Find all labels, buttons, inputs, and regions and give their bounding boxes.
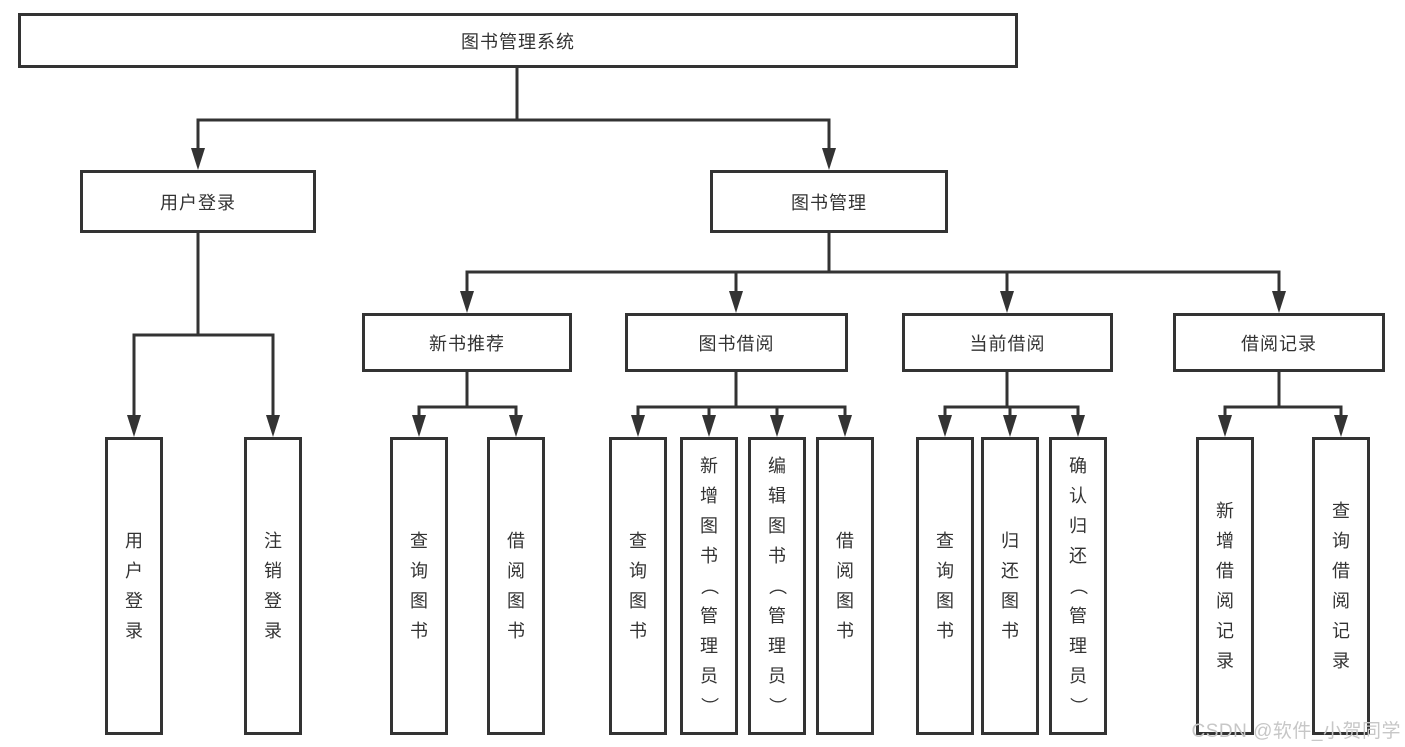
- leaf-label: 归还图书: [1001, 531, 1019, 641]
- leaf-query-borrow-record: 查询借阅记录: [1312, 437, 1370, 735]
- leaf-add-book-admin: 新增图书（管理员）: [680, 437, 738, 735]
- connector-book-borrow-children: [631, 372, 852, 437]
- leaf-edit-book-admin: 编辑图书（管理员）: [748, 437, 806, 735]
- node-current-borrowing: 当前借阅: [902, 313, 1113, 372]
- node-new-book-recommendation: 新书推荐: [362, 313, 572, 372]
- node-label: 当前借阅: [969, 333, 1046, 354]
- node-label: 图书管理: [791, 192, 867, 213]
- leaf-borrow-books: 借阅图书: [487, 437, 545, 735]
- leaf-label: 注销登录: [264, 531, 282, 641]
- leaf-query-books: 查询图书: [390, 437, 448, 735]
- node-borrowing-records: 借阅记录: [1173, 313, 1385, 372]
- connector-current-borrow-children: [938, 372, 1085, 437]
- leaf-user-login: 用户登录: [105, 437, 163, 735]
- node-label: 新书推荐: [429, 333, 505, 354]
- node-label: 用户登录: [160, 192, 236, 213]
- leaf-logout: 注销登录: [244, 437, 302, 735]
- node-label: 图书管理系统: [461, 31, 575, 52]
- leaf-label: 查询图书: [629, 531, 647, 641]
- leaf-label: 用户登录: [125, 531, 143, 641]
- leaf-label: 查询图书: [410, 531, 428, 641]
- connector-root-to-level2: [191, 68, 836, 170]
- leaf-add-borrow-record: 新增借阅记录: [1196, 437, 1254, 735]
- leaf-label: 查询图书: [936, 531, 954, 641]
- leaf-label: 查询借阅记录: [1332, 501, 1350, 671]
- node-user-login: 用户登录: [80, 170, 316, 233]
- connector-user-login-children: [127, 233, 280, 437]
- leaf-confirm-return-admin: 确认归还（管理员）: [1049, 437, 1107, 735]
- leaf-query-books: 查询图书: [916, 437, 974, 735]
- leaf-label: 确认归还（管理员）: [1068, 456, 1088, 715]
- node-book-management: 图书管理: [710, 170, 948, 233]
- leaf-label: 编辑图书（管理员）: [767, 456, 787, 715]
- watermark: CSDN @软件_小贺同学: [1191, 721, 1401, 742]
- connector-book-management-children: [460, 233, 1286, 313]
- connector-borrow-records-children: [1218, 372, 1348, 437]
- leaf-query-books: 查询图书: [609, 437, 667, 735]
- node-library-system: 图书管理系统: [18, 13, 1018, 68]
- node-label: 借阅记录: [1241, 333, 1317, 354]
- node-book-borrowing: 图书借阅: [625, 313, 848, 372]
- leaf-return-books: 归还图书: [981, 437, 1039, 735]
- leaf-label: 借阅图书: [836, 531, 854, 641]
- leaf-label: 新增借阅记录: [1216, 501, 1234, 671]
- leaf-borrow-books: 借阅图书: [816, 437, 874, 735]
- leaf-label: 借阅图书: [507, 531, 525, 641]
- node-label: 图书借阅: [698, 333, 775, 354]
- leaf-label: 新增图书（管理员）: [699, 456, 719, 715]
- connector-new-book-rec-children: [412, 372, 523, 437]
